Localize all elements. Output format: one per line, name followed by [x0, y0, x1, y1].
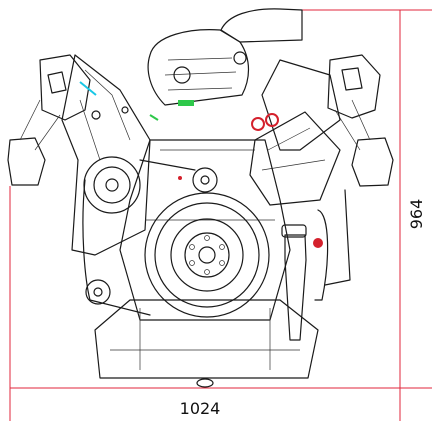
width-dimension-label: 1024 — [180, 399, 221, 418]
engine-body — [7, 8, 394, 388]
color-accents — [79, 81, 323, 248]
pulley-bolts — [189, 235, 225, 275]
dimension-lines — [9, 9, 432, 421]
height-dimension-label: 964 — [407, 199, 426, 230]
